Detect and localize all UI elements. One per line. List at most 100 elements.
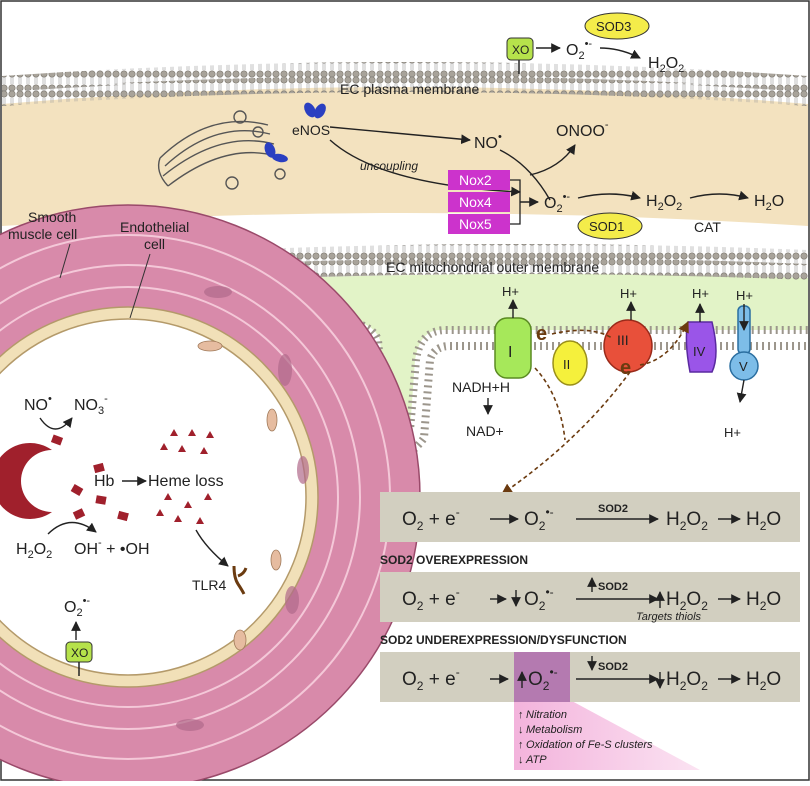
electron-path-1 <box>551 329 613 339</box>
arrow-cat <box>689 190 749 201</box>
hb-particles <box>50 434 129 522</box>
reaction-box-normal <box>380 492 800 542</box>
hplus-5-bottom: H+ <box>724 425 741 440</box>
tlr4-label: TLR4 <box>192 577 226 593</box>
hplus-3: H+ <box>620 286 637 301</box>
no-lumen: NO• <box>24 393 52 414</box>
reaction-over-o2e: O2 + e- <box>402 585 460 613</box>
effects-callout <box>514 700 700 770</box>
electron-leak-1 <box>534 367 566 441</box>
arrow-enos-no <box>329 126 471 145</box>
sod2-under-label: SOD2 <box>598 661 628 673</box>
plasma-membrane-region: EC plasma membrane <box>2 62 808 226</box>
hplus-5-top: H+ <box>736 288 753 303</box>
sod1-ellipse <box>577 212 643 240</box>
oh-products: OH- + •OH <box>74 537 150 558</box>
complex-5-label: V <box>739 359 748 374</box>
complex-3: III H+ <box>603 286 653 373</box>
xo-label-top: XO <box>512 43 529 57</box>
complex-4-label: IV <box>693 344 706 359</box>
reaction-over-h2o2: H2O2 <box>666 589 708 613</box>
mito-membrane-region: EC mitochondrial outer membrane <box>232 244 808 460</box>
svg-text:↑: ↑ <box>518 739 524 751</box>
o2-lumen: O2•- <box>64 595 90 619</box>
h2o2-mid: H2O2 <box>646 193 682 213</box>
sod3-label: SOD3 <box>596 19 631 34</box>
complex-1: I H+ <box>494 284 532 379</box>
endothelial-pointer <box>129 253 151 319</box>
nad-label: NAD+ <box>466 423 504 439</box>
underexpression-title: SOD2 UNDEREXPRESSION/DYSFUNCTION <box>380 633 627 647</box>
mito-membrane-label: EC mitochondrial outer membrane <box>386 259 599 275</box>
reaction-under-h2o2: H2O2 <box>666 669 708 693</box>
plasma-membrane-label: EC plasma membrane <box>340 81 479 97</box>
enos-protein <box>264 102 326 163</box>
onoo-label: ONOO- <box>556 119 609 140</box>
xo-enzyme-top: XO <box>506 37 534 74</box>
electron-1: e <box>536 323 547 345</box>
no-radical: NO• <box>474 131 502 152</box>
nox2-label: Nox2 <box>459 172 492 188</box>
vessel-cross-section <box>0 204 421 786</box>
h2o2-top: H2O2 <box>648 55 684 75</box>
heme-loss-label: Heme loss <box>148 473 224 490</box>
reaction-box-underexpression <box>380 652 800 702</box>
complex-3-label: III <box>617 332 629 348</box>
complex-2-label: II <box>563 357 570 372</box>
arrow-h2o2-oh <box>47 521 97 535</box>
arrow-heme-tlr4 <box>195 529 229 567</box>
complex-2: II <box>552 340 588 386</box>
electron-leak-2 <box>501 371 631 495</box>
complex-5: V H+ H+ <box>724 288 759 440</box>
effects-list: ↑ Nitration ↓ Metabolism ↑ Oxidation of … <box>518 709 653 766</box>
sod1-label: SOD1 <box>589 219 624 234</box>
o2-radical-mid: O2•- <box>544 191 570 215</box>
nox-group: Nox2 Nox4 Nox5 <box>448 170 539 234</box>
complex-4: IV H+ <box>685 286 717 373</box>
hplus-1: H+ <box>502 284 519 299</box>
effect-atp: ATP <box>525 754 547 766</box>
hb-label: Hb <box>94 473 115 490</box>
svg-text:↓: ↓ <box>518 754 524 766</box>
overexpression-title: SOD2 OVEREXPRESSION <box>380 553 528 567</box>
enos-label: eNOS <box>292 122 330 138</box>
golgi-apparatus <box>157 110 286 190</box>
curve-no-onoo <box>499 149 551 201</box>
o2-radical-top: O2•- <box>566 38 592 62</box>
electron-3: e <box>620 357 631 379</box>
svg-text:↓: ↓ <box>518 724 524 736</box>
svg-text:↑: ↑ <box>518 709 524 721</box>
reaction-under-o2e: O2 + e- <box>402 665 460 693</box>
arrow-to-onoo <box>529 144 576 176</box>
sod2-normal-label: SOD2 <box>598 503 628 515</box>
nox4-label: Nox4 <box>459 194 492 210</box>
uncoupling-label: uncoupling <box>360 159 418 173</box>
cat-label: CAT <box>694 219 721 235</box>
effect-fes-oxidation: Oxidation of Fe-S clusters <box>526 739 653 751</box>
hplus-4: H+ <box>692 286 709 301</box>
tlr4-receptor <box>232 565 248 595</box>
smooth-muscle-pointer <box>59 243 71 279</box>
arrow-no-no3 <box>39 417 73 430</box>
reaction-normal-o2e: O2 + e- <box>402 505 460 533</box>
complex-1-label: I <box>508 344 512 361</box>
sod3-ellipse <box>584 12 650 40</box>
nadh-label: NADH+H <box>452 379 510 395</box>
rbc-crescent <box>0 443 52 519</box>
sod2-over-label: SOD2 <box>598 581 628 593</box>
arrow-sod1 <box>577 190 641 201</box>
arrow-sod3 <box>599 47 641 59</box>
h2o2-lumen: H2O2 <box>16 541 52 561</box>
h2o-top: H2O <box>754 193 784 213</box>
effect-nitration: Nitration <box>526 709 567 721</box>
heme-particles <box>156 429 214 524</box>
xo-label-lumen: XO <box>71 646 88 660</box>
electron-path-2 <box>639 320 689 366</box>
nox5-label: Nox5 <box>459 216 492 232</box>
reaction-normal-h2o2: H2O2 <box>666 509 708 533</box>
targets-thiols-label: Targets thiols <box>636 611 702 623</box>
